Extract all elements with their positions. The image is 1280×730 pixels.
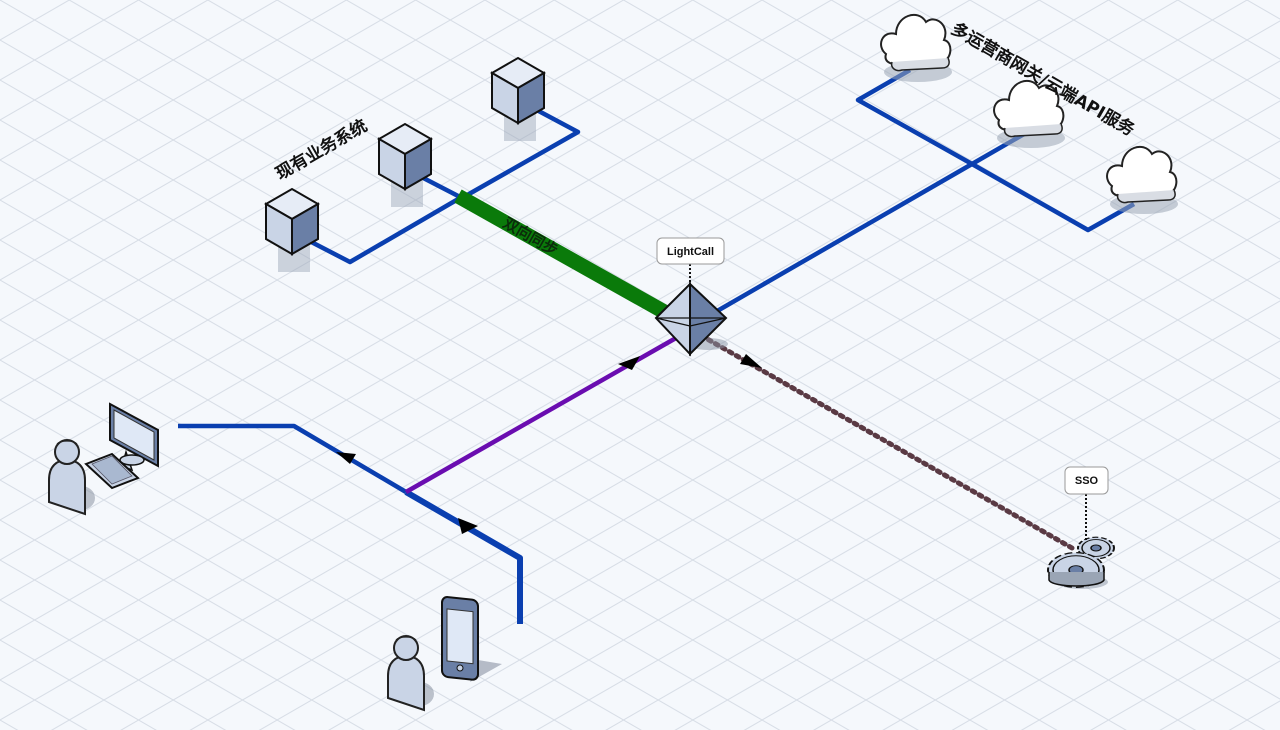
desktop-user-icon <box>48 402 159 515</box>
octahedron-hub-icon <box>654 281 728 357</box>
sso-callout-label: SSO <box>1075 475 1099 487</box>
link-mobile-client[interactable] <box>404 489 523 624</box>
link-hub-clouds[interactable] <box>710 162 974 316</box>
keyboard-icon <box>84 452 140 490</box>
sync-link[interactable] <box>454 189 672 321</box>
arrow-sso <box>740 354 762 368</box>
arrow-desktop <box>336 452 356 464</box>
mobile-user-icon <box>387 596 502 711</box>
arrow-client <box>618 356 640 370</box>
desktop-user-node[interactable] <box>48 402 159 515</box>
arrow-mobile <box>458 518 478 534</box>
link-desktop-client[interactable] <box>178 423 408 494</box>
sso-callout: SSO <box>1064 466 1109 540</box>
sso-link[interactable] <box>699 333 1075 551</box>
hub-callout: LightCall <box>656 237 725 286</box>
sso-gears-node[interactable] <box>1047 536 1115 589</box>
mobile-user-node[interactable] <box>387 596 502 711</box>
phone-icon <box>441 596 502 682</box>
hub-node[interactable] <box>654 281 728 357</box>
hub-callout-label: LightCall <box>667 246 714 258</box>
links-layer <box>178 68 1136 624</box>
gears-icon <box>1047 536 1115 589</box>
